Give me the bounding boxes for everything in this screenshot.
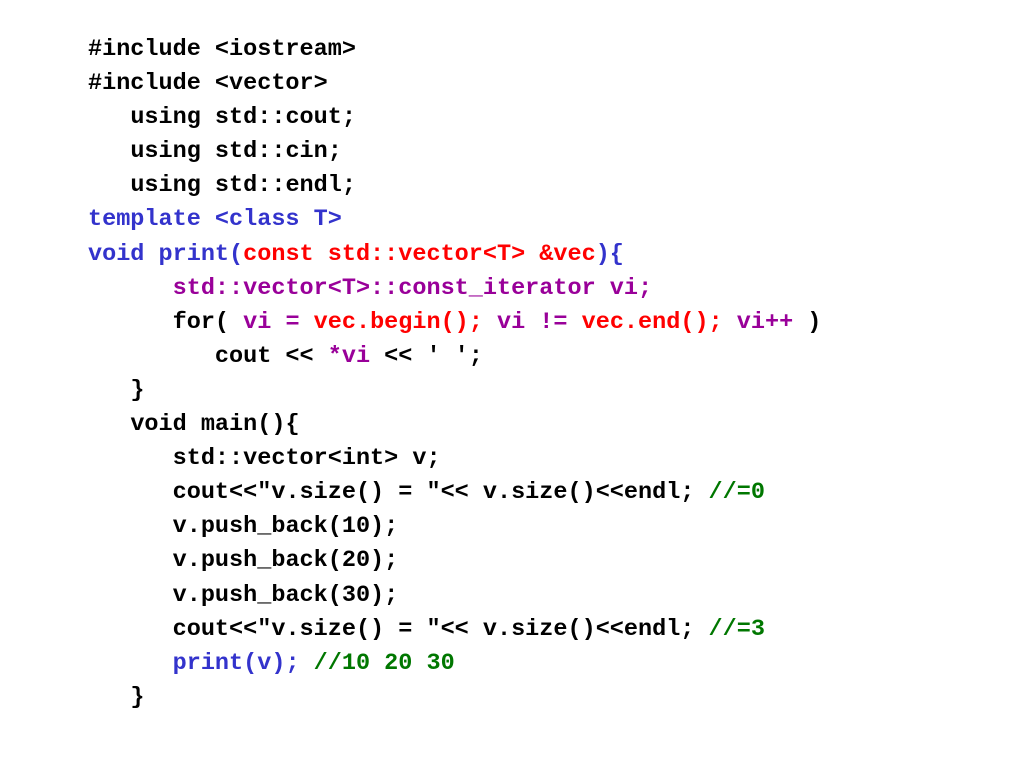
code-token: v.push_back(30);	[172, 581, 399, 609]
code-indent	[88, 172, 130, 199]
code-indent	[88, 445, 173, 472]
code-indent	[88, 582, 173, 609]
code-token: *vi	[327, 342, 371, 370]
code-token: const std::vector<T> &vec	[243, 240, 596, 268]
code-token: vec.begin();	[313, 308, 497, 336]
code-token: cout<<"v.size() = "<< v.size()<<endl;	[172, 615, 709, 643]
code-line: }	[88, 681, 821, 715]
code-token: //10 20 30	[313, 649, 455, 677]
code-indent	[88, 411, 130, 438]
code-token: #include <iostream>	[88, 36, 356, 63]
code-indent	[88, 343, 215, 370]
code-line: #include <vector>	[88, 67, 821, 101]
code-indent	[88, 275, 173, 302]
code-indent	[88, 138, 130, 165]
code-token: std::vector<int> v;	[172, 445, 441, 473]
code-token: template <class T>	[88, 206, 342, 234]
code-line: print(v); //10 20 30	[88, 647, 821, 681]
code-token: v.push_back(10);	[172, 513, 399, 541]
code-line: v.push_back(20);	[88, 544, 821, 578]
code-token: using std::endl;	[130, 172, 356, 200]
code-token: print(v);	[172, 649, 314, 677]
code-token: std::vector<T>::const_iterator vi;	[172, 274, 653, 302]
code-indent	[88, 309, 173, 336]
code-line: cout<<"v.size() = "<< v.size()<<endl; //…	[88, 613, 821, 647]
code-indent	[88, 513, 173, 540]
code-line: using std::cout;	[88, 101, 821, 135]
code-token: void print(	[88, 240, 244, 268]
code-indent	[88, 547, 173, 574]
code-indent	[88, 377, 130, 404]
code-token: vi++	[736, 308, 808, 336]
code-line: std::vector<int> v;	[88, 442, 821, 476]
code-line: cout << *vi << ' ';	[88, 340, 821, 374]
code-token: vec.end();	[581, 308, 737, 336]
code-indent	[88, 104, 130, 131]
code-token: vi =	[243, 308, 314, 336]
code-token: using std::cin;	[130, 138, 342, 166]
code-token: void main(){	[130, 411, 300, 439]
code-token: for(	[172, 308, 244, 336]
code-token: vi !=	[497, 308, 582, 336]
code-indent	[88, 479, 173, 506]
code-line: cout<<"v.size() = "<< v.size()<<endl; //…	[88, 476, 821, 510]
code-line: using std::endl;	[88, 169, 821, 203]
code-token: //=3	[708, 615, 765, 643]
code-block: #include <iostream> #include <vector> usi…	[88, 33, 821, 715]
code-line: void main(){	[88, 408, 821, 442]
code-token: v.push_back(20);	[172, 547, 399, 575]
code-line: v.push_back(30);	[88, 579, 821, 613]
code-token: cout <<	[214, 342, 328, 370]
code-line: using std::cin;	[88, 135, 821, 169]
code-line: void print(const std::vector<T> &vec){	[88, 238, 821, 272]
code-indent	[88, 684, 130, 711]
code-indent	[88, 650, 173, 677]
code-line: #include <iostream>	[88, 33, 821, 67]
code-line: for( vi = vec.begin(); vi != vec.end(); …	[88, 306, 822, 340]
code-line: template <class T>	[88, 203, 821, 237]
code-line: v.push_back(10);	[88, 510, 821, 544]
code-token: ){	[595, 240, 624, 268]
code-token: }	[130, 683, 145, 711]
code-indent	[88, 616, 173, 643]
code-token: << ' ';	[370, 342, 483, 370]
code-token: //=0	[708, 479, 765, 507]
code-token: #include <vector>	[88, 70, 328, 98]
code-token: using std::cout;	[130, 104, 356, 132]
code-line: }	[88, 374, 821, 408]
code-line: std::vector<T>::const_iterator vi;	[88, 272, 821, 306]
code-token: cout<<"v.size() = "<< v.size()<<endl;	[172, 479, 709, 507]
code-token: }	[130, 376, 145, 404]
code-token: )	[807, 308, 822, 336]
